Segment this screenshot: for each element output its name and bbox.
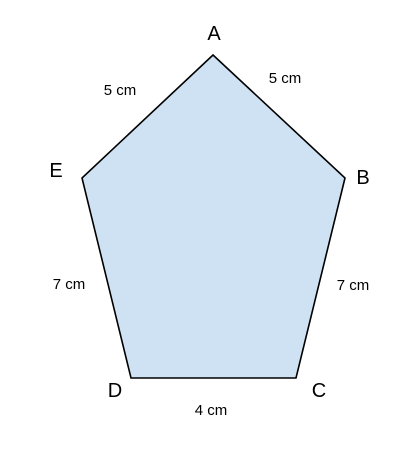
vertex-label-c: C (312, 380, 326, 402)
vertex-label-a: A (207, 23, 221, 45)
vertex-label-b: B (356, 167, 369, 189)
side-label-cd: 4 cm (195, 402, 228, 419)
vertex-label-e: E (49, 160, 62, 182)
side-label-bc: 7 cm (337, 277, 370, 294)
vertex-label-d: D (108, 380, 122, 402)
side-label-ab: 5 cm (269, 70, 302, 87)
side-label-de: 7 cm (53, 276, 86, 293)
pentagon-shape (81, 53, 346, 379)
side-label-ea: 5 cm (104, 82, 137, 99)
